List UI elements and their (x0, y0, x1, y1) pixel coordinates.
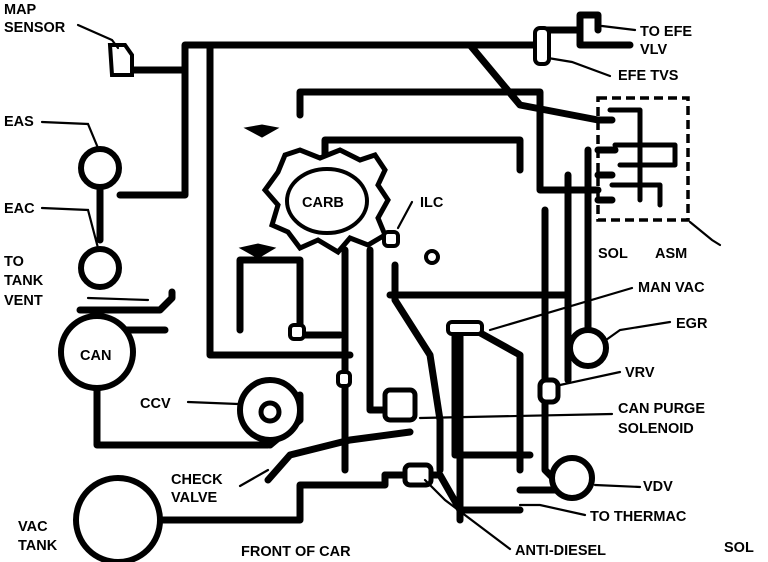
label-to-thermac: TO THERMAC (590, 509, 687, 525)
leader-asm (688, 220, 722, 247)
label-ilc: ILC (420, 195, 444, 211)
man-vac-tee-icon (446, 320, 484, 336)
hose-map-sensor (124, 41, 549, 74)
label-can-purge-2: SOLENOID (618, 421, 694, 437)
label-sol-bottom: SOL (724, 540, 754, 556)
label-to-efe-vlv-2: VLV (640, 42, 667, 58)
hose-left-vertical (116, 66, 189, 199)
can-purge-solenoid-icon (382, 387, 418, 423)
ilc-port-icon (424, 249, 440, 265)
asm-box-icon (596, 96, 690, 222)
hose-central-3 (391, 261, 444, 474)
hose-diagonal-asm (466, 41, 602, 124)
efe-tvs-icon (533, 26, 551, 66)
eas-icon (78, 146, 122, 190)
hose-central-2 (366, 246, 389, 414)
leader-check-valve (238, 468, 270, 488)
label-eac: EAC (4, 201, 35, 217)
canister-icon (58, 313, 136, 391)
label-can-purge-1: CAN PURGE (618, 401, 705, 417)
leader-can-purge (418, 412, 614, 420)
label-check-valve-1: CHECK (171, 472, 223, 488)
hose-top-right (541, 26, 634, 49)
ccv-inner-icon (258, 400, 282, 424)
hose-can-bottom (93, 381, 272, 449)
leader-tank-vent (86, 296, 150, 302)
asm-port-hoses (594, 116, 619, 204)
carb-fitting-bottom-icon (238, 243, 277, 259)
labels: MAP SENSOR EAS EAC TO TANK VENT CAN CCV … (4, 2, 754, 560)
label-can: CAN (80, 348, 111, 364)
label-to-tank-vent-3: VENT (4, 293, 43, 309)
leader-ccv (186, 400, 240, 406)
central-fitting-2-icon (336, 370, 352, 388)
leader-vdv (593, 483, 642, 489)
hose-vac-tank (156, 471, 389, 524)
leader-man-vac (488, 286, 634, 332)
label-map-sensor-2: SENSOR (4, 20, 66, 36)
leader-anti-diesel (423, 478, 512, 551)
eac-icon (78, 246, 122, 290)
label-vac-tank-1: VAC (18, 519, 48, 535)
label-vdv: VDV (643, 479, 673, 495)
hose-carb-inner (321, 136, 524, 174)
leader-eac (40, 206, 100, 250)
central-fitting-icon (288, 323, 306, 341)
label-egr: EGR (676, 316, 708, 332)
label-eas: EAS (4, 114, 34, 130)
label-asm: ASM (655, 246, 687, 262)
ilc-icon (382, 230, 400, 248)
leader-efe-tvs (546, 56, 612, 78)
label-map-sensor-1: MAP (4, 2, 37, 18)
components (58, 26, 690, 562)
vacuum-hoses (76, 11, 634, 524)
hose-ccv-lines (236, 256, 344, 339)
leader-map-sensor (76, 23, 120, 50)
leader-egr (604, 320, 672, 342)
label-to-tank-vent-2: TANK (4, 273, 44, 289)
label-vac-tank-2: TANK (18, 538, 58, 554)
label-ccv: CCV (140, 396, 171, 412)
label-efe-tvs: EFE TVS (618, 68, 679, 84)
egr-icon (567, 327, 609, 369)
map-sensor-icon (107, 43, 134, 77)
label-check-valve-2: VALVE (171, 490, 218, 506)
hose-man-vac-2 (471, 326, 524, 474)
vac-tank-icon (73, 475, 163, 562)
leader-eas (40, 120, 100, 150)
leader-efe-vlv (600, 24, 637, 32)
label-to-tank-vent-1: TO (4, 254, 24, 270)
vrv-icon (537, 377, 561, 405)
hose-right-purge (541, 206, 564, 489)
hose-left-long (206, 41, 354, 359)
label-vrv: VRV (625, 365, 655, 381)
label-man-vac: MAN VAC (638, 280, 705, 296)
label-to-efe-vlv-1: TO EFE (640, 24, 692, 40)
hose-carb-top (296, 88, 602, 194)
leader-to-thermac (518, 503, 587, 517)
hose-man-vac (451, 326, 534, 459)
leader-lines (40, 23, 722, 551)
carb-air-cleaner-icon (285, 167, 369, 235)
label-front-of-car: FRONT OF CAR (241, 544, 351, 560)
carb-fitting-top-icon (243, 124, 280, 138)
hose-check-valve (264, 428, 414, 484)
label-carb: CARB (302, 195, 344, 211)
asm-internal-icon (607, 107, 678, 208)
leader-ilc (396, 200, 414, 230)
leader-vrv (558, 370, 622, 387)
vdv-icon (549, 455, 595, 501)
label-anti-diesel: ANTI-DIESEL (515, 543, 606, 559)
hose-tank-vent (76, 288, 176, 314)
hose-to-efe-vlv (576, 11, 602, 34)
label-sol-top: SOL (598, 246, 628, 262)
